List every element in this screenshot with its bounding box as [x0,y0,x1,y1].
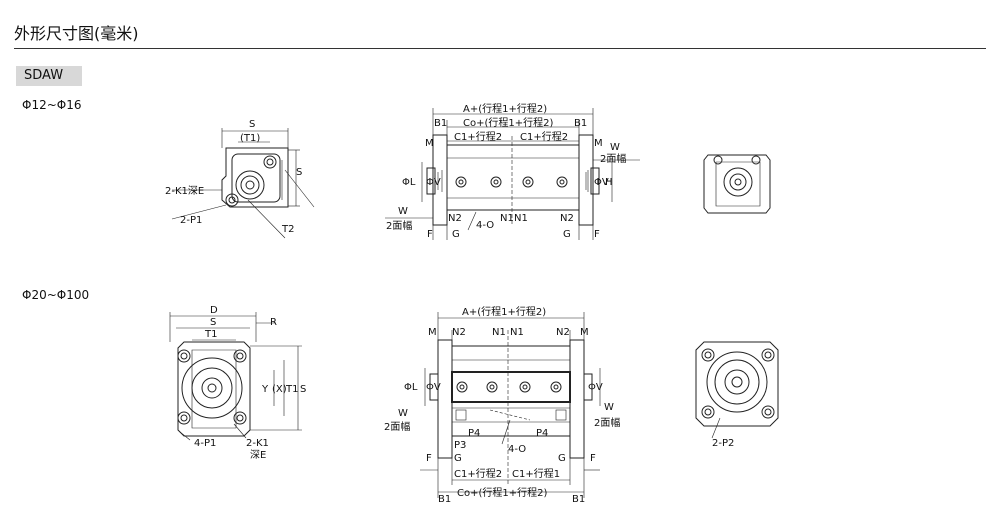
dim-G-right-small: G [563,229,571,240]
dim-Co-small: Co+(行程1+行程2) [463,116,553,129]
dim-M-right-small: M [594,138,603,149]
dim-X: (X) [272,384,287,395]
dim-F-right-large: F [590,453,596,464]
label-4O-large: 4-O [508,444,526,455]
small-front-view [171,128,315,239]
label-P1-small: 2-P1 [180,215,202,226]
label-2face-right-small: 2面幅 [600,152,626,165]
label-deepE: 深E [250,449,266,461]
dim-P4-right: P4 [536,428,548,439]
dim-A-small: A+(行程1+行程2) [463,102,547,115]
dim-C1-right-small: C1+行程2 [520,130,568,143]
dim-N2-right-small: N2 [560,213,574,224]
label-2face-left-large: 2面幅 [384,420,410,433]
dim-phiV-left-large: ΦV [426,382,441,393]
dim-S-side-large: S [300,384,306,395]
label-2face-left-small: 2面幅 [386,219,412,232]
small-side-labels: A+(行程1+行程2) Co+(行程1+行程2) C1+行程2 C1+行程2 B… [386,102,626,240]
dim-W-right-small: W [610,142,620,153]
large-front-view [169,312,302,441]
small-front-labels: S (T1) S 2-K1深E 2-P1 T2 [165,119,302,235]
dim-phiV-left-small: ΦV [426,177,441,188]
label-K1E: 2-K1深E [165,185,204,197]
dim-W-left-small: W [398,206,408,217]
dim-D: D [210,305,218,316]
dim-N2-right-large: N2 [556,327,570,338]
dim-phiV-right-small: ΦV [594,177,609,188]
label-P1-large: 4-P1 [194,438,216,449]
dim-phiL-large: ΦL [404,382,418,393]
dim-S-large: S [210,317,216,328]
dim-T1-side-large: T1 [285,384,298,395]
dim-T1-paren-small: (T1) [240,133,260,144]
title-divider [14,48,986,49]
dim-P3: P3 [454,440,466,451]
dim-C1-right-large: C1+行程1 [512,467,560,480]
dim-B1-right-small: B1 [574,118,587,129]
page-title: 外形尺寸图(毫米) [14,24,139,43]
model-tag: SDAW [16,66,82,86]
small-side-view [385,108,640,240]
dim-F-left-large: F [426,453,432,464]
dim-phiV-right-large: ΦV [588,382,603,393]
large-side-view [420,312,601,498]
dim-M-right-large: M [580,327,589,338]
label-4O-small: 4-O [476,220,494,231]
dim-M-left-small: M [425,138,434,149]
large-end-view [695,341,779,439]
dim-N2-left-large: N2 [452,327,466,338]
dim-N1-right-small: N1 [514,213,528,224]
dim-G-right-large: G [558,453,566,464]
size-range-small: Φ12~Φ16 [22,98,82,112]
dim-P4-left: P4 [468,428,480,439]
large-front-labels: D R S T1 Y (X) T1 S 4-P1 2-K1 深E [194,305,306,461]
dim-N1-left-large: N1 [492,327,506,338]
label-2face-right-large: 2面幅 [594,416,620,429]
dim-T2: T2 [281,224,294,235]
dim-W-left-large: W [398,408,408,419]
dim-B1-left-small: B1 [434,118,447,129]
dim-F-right-small: F [594,229,600,240]
dim-N2-left-small: N2 [448,213,462,224]
dim-T1-large: T1 [204,329,217,340]
dim-S-side-small: S [296,167,302,178]
dim-H-small: H [605,177,613,188]
size-range-large: Φ20~Φ100 [22,288,90,302]
dim-Y: Y [261,384,269,395]
small-end-view [703,154,771,214]
dim-M-left-large: M [428,327,437,338]
label-K1-large: 2-K1 [246,438,269,449]
dim-N1-left-small: N1 [500,213,514,224]
dim-G-left-small: G [452,229,460,240]
dim-C1-left-large: C1+行程2 [454,467,502,480]
label-P2: 2-P2 [712,438,734,449]
dim-N1-right-large: N1 [510,327,524,338]
dim-B1-right-large: B1 [572,494,585,505]
dim-S-small: S [249,119,255,130]
dim-G-left-large: G [454,453,462,464]
dim-R: R [270,317,277,328]
dim-B1-left-large: B1 [438,494,451,505]
dim-phiL-small: ΦL [402,177,416,188]
dim-W-right-large: W [604,402,614,413]
dim-C1-left-small: C1+行程2 [454,130,502,143]
dim-A-large: A+(行程1+行程2) [462,305,546,318]
dim-Co-large: Co+(行程1+行程2) [457,486,547,499]
large-side-labels: A+(行程1+行程2) M M N2 N1 N1 N2 ΦL ΦV ΦV W 2… [384,305,620,505]
dim-F-left-small: F [427,229,433,240]
large-end-labels: 2-P2 [712,438,734,449]
